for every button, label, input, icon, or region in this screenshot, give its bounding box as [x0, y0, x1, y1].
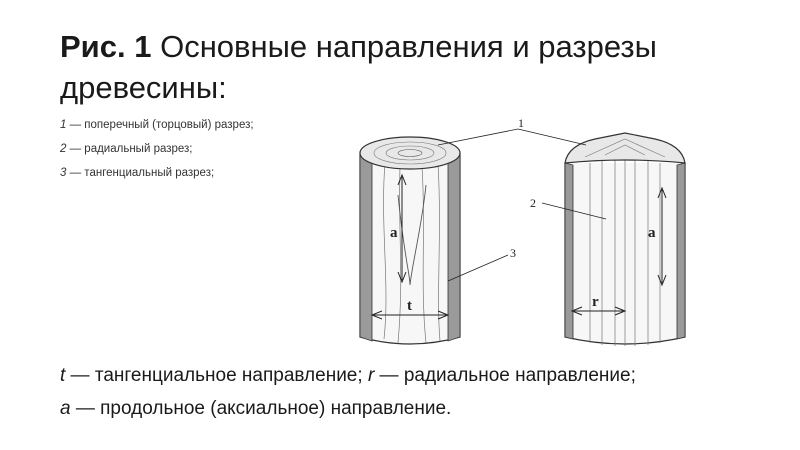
- callout-2: 2: [530, 196, 536, 210]
- right-log-radial-label: r: [592, 294, 599, 310]
- legend-item-tangential-section: 3 — тангенциальный разрез;: [60, 167, 215, 179]
- footer-line-tangential-radial: t — тангенциальное направление; r — ради…: [60, 365, 636, 386]
- direction-legend: t — тангенциальное направление; r — ради…: [60, 364, 680, 430]
- callout-1: 1: [518, 116, 524, 130]
- wood-sections-diagram: a t a r 1 2 3: [359, 116, 686, 346]
- right-log-radial-cut: a r: [564, 132, 686, 346]
- left-log-tangential-label: t: [407, 298, 412, 314]
- figure-number: Рис. 1: [60, 29, 152, 64]
- callout-3: 3: [510, 246, 516, 260]
- footer-line-axial: a — продольное (аксиальное) направление.: [60, 398, 452, 419]
- section-legend: 1 — поперечный (торцовый) разрез; 2 — ра…: [60, 118, 360, 190]
- left-log-tangential-cut: a t: [359, 136, 461, 345]
- figure-caption: Основные направления и разрезы древесины…: [60, 29, 657, 105]
- slide-title: Рис. 1 Основные направления и разрезы др…: [60, 26, 660, 108]
- left-log-axial-label: a: [390, 225, 398, 241]
- right-log-axial-label: a: [648, 225, 656, 241]
- legend-item-radial-section: 2 — радиальный разрез;: [60, 143, 193, 155]
- legend-item-cross-section: 1 — поперечный (торцовый) разрез;: [60, 119, 254, 131]
